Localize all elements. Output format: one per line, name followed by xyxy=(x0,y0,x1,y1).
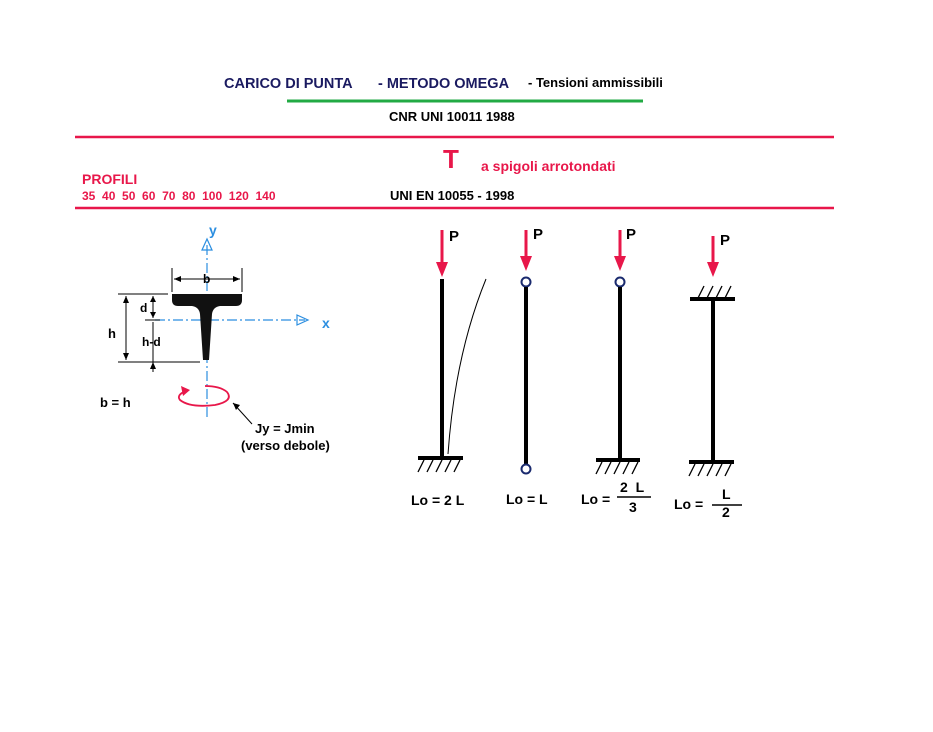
column-1-load-label: P xyxy=(449,228,460,245)
x-axis-arrow-icon xyxy=(296,314,310,326)
deflected-shape xyxy=(447,278,487,455)
profile-standard: UNI EN 10055 - 1998 xyxy=(390,188,515,203)
dim-h-label: h xyxy=(108,326,116,341)
hinge-top-icon xyxy=(614,276,626,288)
inertia-label: Jy = Jmin xyxy=(255,421,315,436)
profiles-label: PROFILI xyxy=(82,171,138,187)
column-2-load-label: P xyxy=(533,226,544,243)
column-1-formula: Lo = 2 L xyxy=(411,492,465,508)
rotation-arrow-icon xyxy=(177,385,230,407)
column-4-drawing xyxy=(688,236,735,477)
column-3-load-label: P xyxy=(626,226,637,243)
load-arrow-icon xyxy=(614,256,626,271)
axis-x-label: x xyxy=(322,315,330,331)
column-4-denominator: 2 xyxy=(722,504,730,520)
dim-hd-label: h-d xyxy=(142,335,161,349)
column-3-numerator: 2 L xyxy=(620,479,645,495)
column-4-load-label: P xyxy=(720,232,731,249)
hinge-bottom-icon xyxy=(520,463,532,475)
axis-y-label: y xyxy=(209,222,217,238)
t-section-drawing xyxy=(118,237,310,425)
column-1-drawing xyxy=(417,230,487,473)
column-2-formula: Lo = L xyxy=(506,491,548,507)
b-equals-h-label: b = h xyxy=(100,395,131,410)
profile-sizes: 35 40 50 60 70 80 100 120 140 xyxy=(82,189,276,203)
column-3-drawing xyxy=(595,230,640,475)
column-4-numerator: L xyxy=(722,486,731,502)
profile-description: a spigoli arrotondati xyxy=(481,158,616,174)
column-3-denominator: 3 xyxy=(629,499,637,515)
t-profile-shape xyxy=(172,294,242,360)
column-3-formula-prefix: Lo = xyxy=(581,491,611,507)
column-2-drawing xyxy=(520,230,532,475)
load-arrow-icon xyxy=(436,262,448,277)
y-axis-arrow-icon xyxy=(201,237,213,251)
dim-b-label: b xyxy=(203,272,211,286)
dim-d-label: d xyxy=(140,301,148,315)
profile-letter: T xyxy=(443,144,459,174)
title-part1: CARICO DI PUNTA xyxy=(224,76,353,92)
norm-reference: CNR UNI 10011 1988 xyxy=(389,109,515,124)
column-4-formula-prefix: Lo = xyxy=(674,496,704,512)
load-arrow-icon xyxy=(520,256,532,271)
load-arrow-icon xyxy=(707,262,719,277)
hinge-top-icon xyxy=(520,276,532,288)
inertia-note: (verso debole) xyxy=(241,438,330,453)
title-part2: - METODO OMEGA xyxy=(378,76,510,92)
title-part3: - Tensioni ammissibili xyxy=(528,75,663,90)
